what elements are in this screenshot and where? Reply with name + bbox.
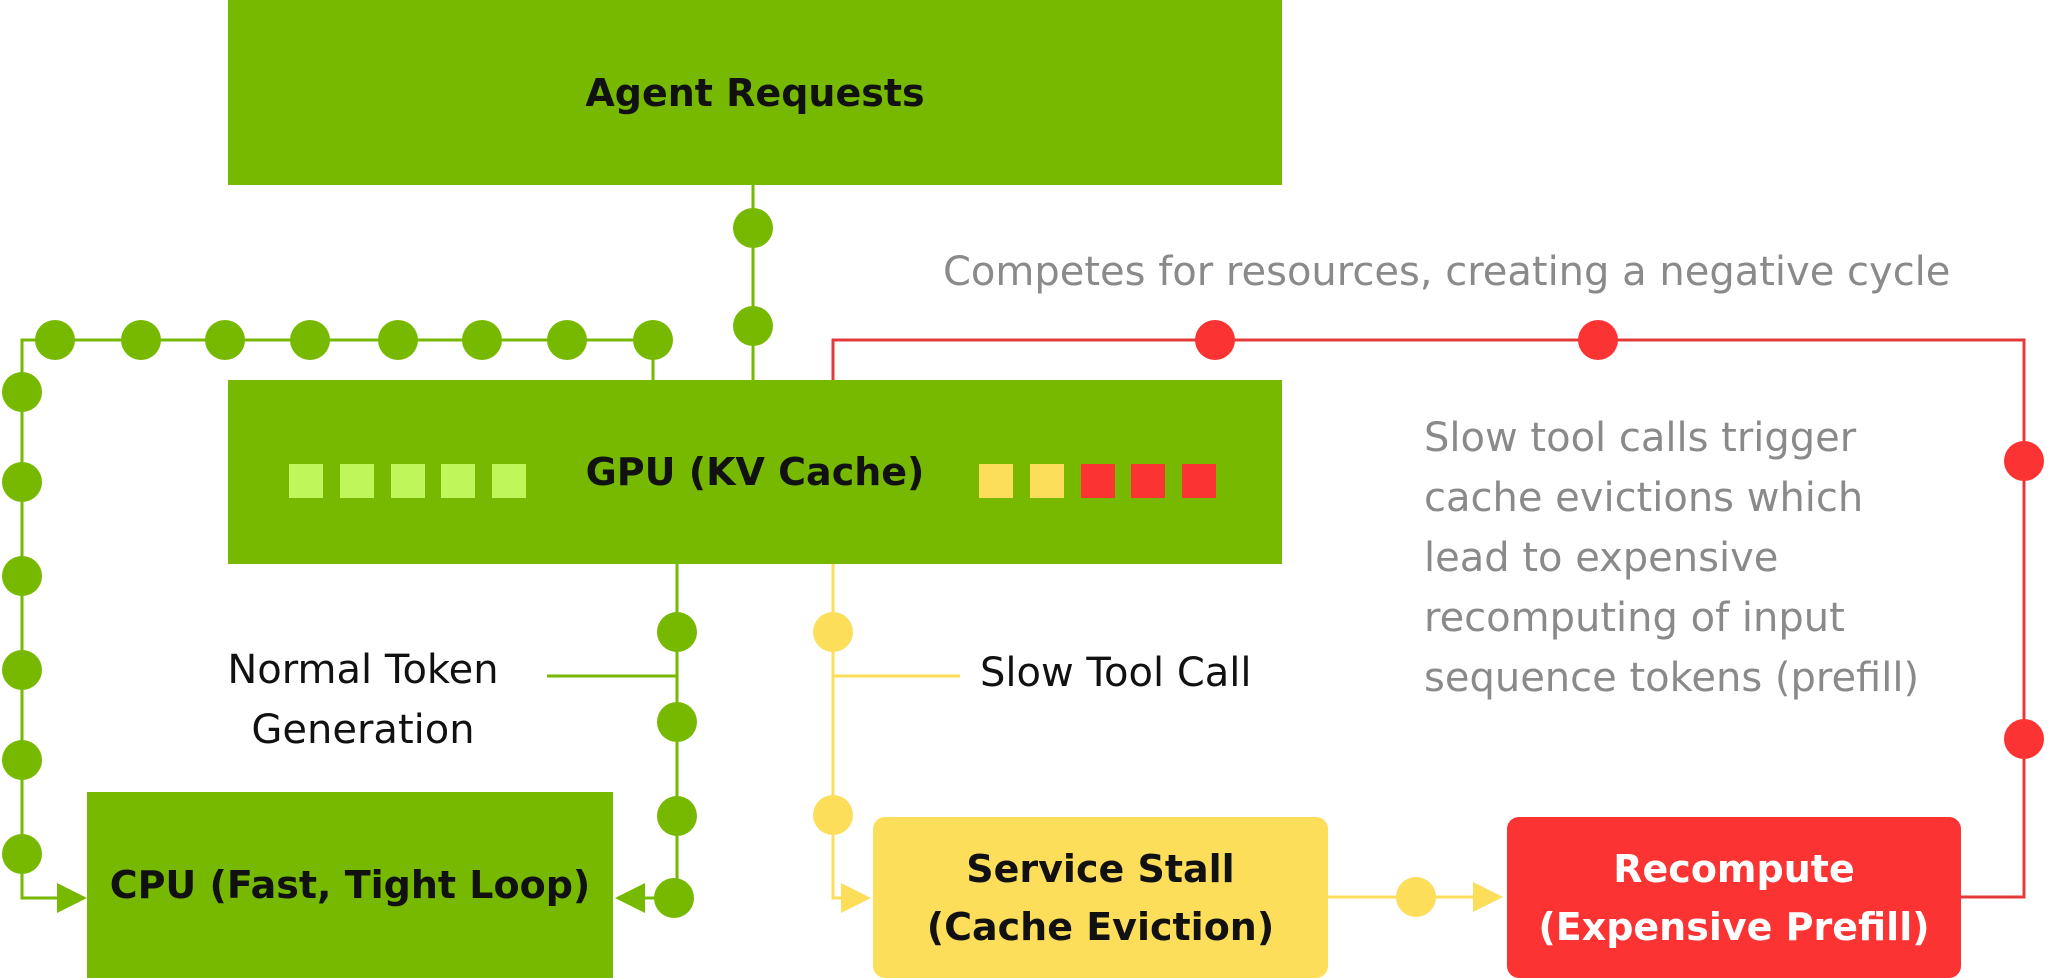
cpu-node: CPU (Fast, Tight Loop) [87, 792, 613, 978]
explanation-text: Slow tool calls trigger cache evictions … [1424, 408, 1919, 708]
negative-cycle-dots [1195, 320, 2044, 759]
service-stall-line-2: (Cache Eviction) [926, 904, 1275, 949]
cache-block [1081, 464, 1115, 498]
service-stall-line-1: Service Stall [966, 846, 1235, 891]
explanation-line-4: recomputing of input [1424, 595, 1845, 641]
cache-block [289, 464, 323, 498]
negative-cycle-line [831, 338, 2026, 899]
explanation-line-3: lead to expensive [1424, 535, 1779, 581]
negative-cycle-caption: Competes for resources, creating a negat… [943, 249, 1951, 295]
flow-dot [733, 306, 773, 346]
normal-token-dots [654, 612, 697, 918]
cache-block [340, 464, 374, 498]
cache-block [441, 464, 475, 498]
cache-block [1030, 464, 1064, 498]
service-stall-node: Service Stall (Cache Eviction) [873, 817, 1328, 978]
cache-block [979, 464, 1013, 498]
explanation-line-5: sequence tokens (prefill) [1424, 655, 1920, 701]
normal-token-label: Normal Token Generation [208, 640, 518, 760]
agent-requests-node: Agent Requests [228, 0, 1282, 185]
cache-block [492, 464, 526, 498]
slow-tool-call-label: Slow Tool Call [980, 650, 1252, 696]
flow-dot [813, 612, 853, 652]
gpu-label: GPU (KV Cache) [585, 450, 925, 494]
flow-dot [1396, 877, 1436, 917]
recompute-line-1: Recompute [1613, 846, 1855, 891]
explanation-line-2: cache evictions which [1424, 475, 1864, 521]
loop-dots [2, 320, 673, 874]
recompute-node: Recompute (Expensive Prefill) [1507, 817, 1961, 978]
flow-dot [733, 208, 773, 248]
explanation-line-1: Slow tool calls trigger [1424, 415, 1857, 461]
flow-dot [813, 795, 853, 835]
recompute-line-2: (Expensive Prefill) [1538, 904, 1930, 949]
gpu-node: GPU (KV Cache) [228, 380, 1282, 564]
cache-block [1182, 464, 1216, 498]
cache-block [1131, 464, 1165, 498]
normal-token-line-2: Generation [251, 707, 475, 753]
agent-requests-label: Agent Requests [585, 70, 925, 115]
cache-block [391, 464, 425, 498]
cpu-label: CPU (Fast, Tight Loop) [109, 863, 591, 907]
normal-token-line-1: Normal Token [227, 647, 499, 693]
